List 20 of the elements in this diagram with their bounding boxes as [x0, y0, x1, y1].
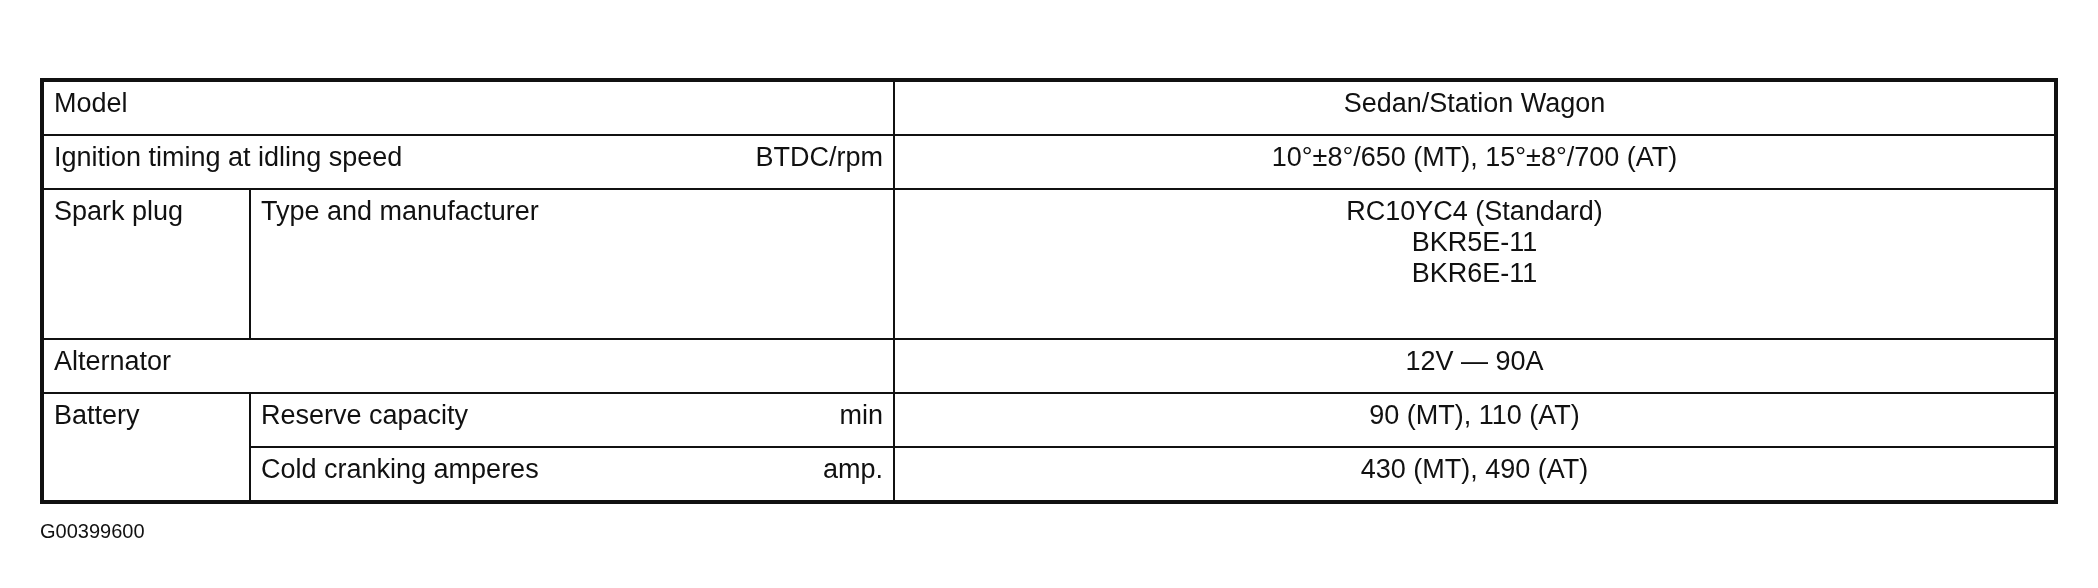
table-cell-text: RC10YC4 (Standard) [1345, 196, 1604, 227]
table-cell-text: Battery [54, 400, 140, 430]
table-cell-text: Alternator [54, 346, 172, 376]
unit-text: BTDC/rpm [755, 142, 883, 173]
table-cell-text: Model [54, 88, 128, 118]
table-cell-text: 10°±8°/650 (MT), 15°±8°/700 (AT) [1270, 142, 1679, 173]
unit-text: min [839, 400, 883, 431]
table-cell-text: BKR6E-11 [1410, 258, 1539, 289]
table-cell-text: 12V — 90A [1404, 346, 1545, 377]
table-cell-text: Cold cranking amperes [261, 454, 539, 485]
table-cell-text: 90 (MT), 110 (AT) [1368, 400, 1581, 431]
table-cell-text: Spark plug [54, 196, 184, 226]
table-cell-text: BKR5E-11 [1410, 227, 1539, 258]
table-cell-text: Type and manufacturer [261, 196, 539, 226]
table-cell-text: Ignition timing at idling speed [54, 142, 403, 173]
table-cell-text: 430 (MT), 490 (AT) [1359, 454, 1590, 485]
table-cell-text: Sedan/Station Wagon [1342, 88, 1607, 119]
table-cell-text: Reserve capacity [261, 400, 469, 431]
figure-code: G00399600 [40, 520, 145, 543]
unit-text: amp. [823, 454, 883, 485]
